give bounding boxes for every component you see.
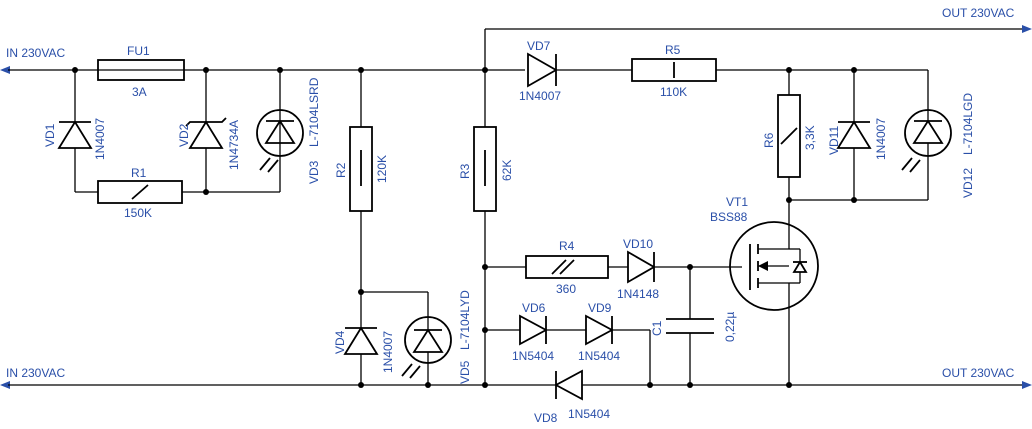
r3-ref: R3: [458, 163, 472, 179]
resistor-r1: [97, 180, 206, 204]
diode-vd7: [527, 52, 632, 88]
resistor-r5: [631, 58, 928, 82]
top-input-rail: [0, 66, 525, 74]
r4-value: 360: [556, 282, 576, 296]
top-output-rail: [484, 25, 1032, 127]
vd9-ref: VD9: [588, 301, 612, 315]
resistor-r4: [485, 255, 628, 279]
net-label-in-top: IN 230VAC: [6, 46, 65, 60]
led-vd3: [206, 70, 304, 193]
capacitor-c1: [666, 267, 714, 385]
r6-value: 3,3K: [803, 125, 817, 150]
vd4-value: 1N4007: [381, 331, 395, 373]
resistor-r2: [349, 70, 373, 292]
vd10-value: 1N4148: [617, 287, 659, 301]
vt1-ref: VT1: [726, 195, 748, 209]
vd12-value: L-7104LGD: [961, 93, 975, 155]
vd7-value: 1N4007: [519, 89, 561, 103]
r4-ref: R4: [559, 239, 575, 253]
c1-value: 0,22µ: [723, 312, 737, 342]
vd10-ref: VD10: [623, 237, 653, 251]
vd2-ref: VD2: [177, 123, 191, 147]
fuse-fu1: [97, 59, 185, 81]
led-vd5: [361, 291, 452, 385]
vt1-value: BSS88: [710, 210, 748, 224]
vd4-ref: VD4: [333, 330, 347, 354]
net-label-in-bottom: IN 230VAC: [6, 366, 65, 380]
led-vd12: [901, 70, 952, 200]
vd8-value: 1N5404: [568, 407, 610, 421]
vd5-value: L-7104LYD: [458, 290, 472, 350]
junction-dots: [72, 67, 857, 388]
vd11-ref: VD11: [827, 126, 841, 155]
r6-ref: R6: [762, 132, 776, 148]
diode-vd10: [627, 250, 742, 284]
r5-ref: R5: [665, 43, 681, 57]
diode-vd8: [554, 369, 583, 401]
vd8-ref: VD8: [534, 411, 558, 425]
c1-ref: C1: [650, 320, 664, 336]
r1-value: 150K: [124, 206, 152, 220]
diode-vd1: [57, 70, 98, 193]
bottom-rail: [0, 381, 1032, 389]
r1-ref: R1: [131, 166, 147, 180]
resistor-r6: [777, 70, 801, 222]
r3-value: 62K: [500, 160, 514, 181]
r2-value: 120K: [375, 155, 389, 183]
diode-vd6: [485, 314, 586, 346]
vd7-ref: VD7: [527, 39, 551, 53]
mosfet-vt1: [729, 221, 819, 385]
vd9-value: 1N5404: [578, 349, 620, 363]
vd3-ref: VD3: [307, 160, 321, 184]
vd5-ref: VD5: [458, 360, 472, 384]
fu1-value: 3A: [132, 85, 147, 99]
vd6-value: 1N5404: [512, 349, 554, 363]
zener-diode-vd2: [185, 70, 227, 192]
vd3-value: L-7104LSRD: [307, 77, 321, 147]
r5-value: 110K: [660, 85, 687, 99]
net-label-out-top: OUT 230VAC: [942, 6, 1015, 20]
vd1-ref: VD1: [43, 123, 57, 147]
vd2-value: 1N4734A: [227, 120, 241, 170]
vd12-ref: VD12: [961, 168, 975, 198]
vd11-value: 1N4007: [874, 118, 888, 160]
diode-vd11: [789, 70, 928, 201]
r2-ref: R2: [334, 162, 348, 178]
resistor-r3: [473, 126, 497, 385]
diode-vd4: [343, 292, 379, 385]
vd1-value: 1N4007: [93, 118, 107, 160]
diode-vd9: [585, 314, 651, 385]
net-label-out-bottom: OUT 230VAC: [942, 366, 1015, 380]
vd6-ref: VD6: [522, 301, 546, 315]
fu1-ref: FU1: [127, 44, 150, 58]
